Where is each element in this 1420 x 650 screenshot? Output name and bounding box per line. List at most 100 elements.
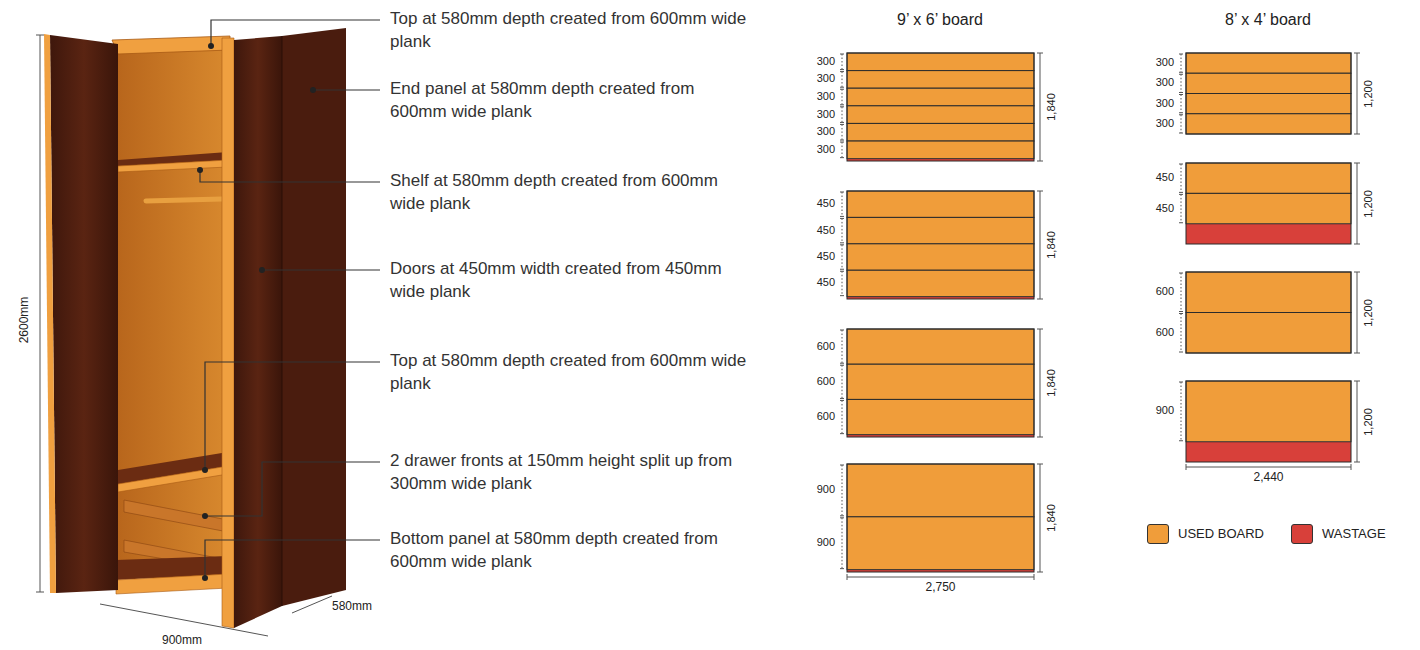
callout-text: Top at 580mm depth created from 600mm wi…	[390, 8, 750, 54]
bracket-tick	[1179, 164, 1183, 165]
leader-dot	[208, 43, 214, 49]
dimension-label: 2600mm	[17, 297, 31, 344]
bracket-tick	[840, 515, 844, 516]
board-width: 2,440	[1253, 470, 1283, 484]
height-bracket	[1357, 381, 1358, 462]
bracket-tick	[1179, 222, 1183, 223]
bracket-tick	[1179, 92, 1183, 93]
bracket-tick	[1179, 273, 1183, 274]
used-strip	[847, 217, 1034, 243]
height-bracket	[1040, 53, 1041, 161]
board-outline	[847, 464, 1034, 572]
wastage-area	[1186, 224, 1351, 244]
callout-text: Doors at 450mm width created from 450mm …	[390, 258, 750, 304]
bracket-tick	[840, 142, 844, 143]
strip-width: 600	[817, 410, 835, 423]
strip-width: 300	[817, 108, 835, 121]
bottom-panel	[116, 574, 228, 594]
used-strip	[847, 364, 1034, 399]
callout-text: End panel at 580mm depth created from 60…	[390, 78, 750, 124]
bracket-tick	[1179, 112, 1183, 113]
strip-bracket	[1181, 314, 1182, 353]
bracket-tick	[840, 87, 844, 88]
strip-bracket	[1181, 95, 1182, 113]
right-door	[234, 36, 282, 628]
bracket-tick	[840, 89, 844, 90]
board-height: 1,840	[1045, 369, 1058, 397]
width-bracket	[847, 577, 1034, 578]
strip-bracket	[842, 124, 843, 140]
bracket-tick	[840, 568, 844, 569]
strip-width: 450	[1156, 172, 1174, 185]
bracket-tick	[840, 122, 844, 123]
board-height: 1,840	[1045, 504, 1058, 532]
leader-dot	[197, 167, 203, 173]
bracket-tick	[840, 69, 844, 70]
board-outline	[847, 191, 1034, 299]
strip-width: 300	[817, 73, 835, 86]
strip-bracket	[1181, 273, 1182, 312]
height-bracket	[1040, 191, 1041, 299]
strip-width: 450	[1156, 202, 1174, 215]
bracket-tick	[1037, 437, 1043, 438]
leader-dot	[202, 513, 208, 519]
leader-line	[205, 462, 380, 516]
used-strip	[847, 517, 1034, 570]
bracket-tick	[1037, 191, 1043, 192]
used-strip	[847, 88, 1034, 106]
used-strip	[847, 244, 1034, 270]
wastage-area	[1186, 442, 1351, 462]
strip-bracket	[1181, 382, 1182, 441]
board-height: 1,200	[1362, 408, 1375, 436]
strip-bracket	[842, 271, 843, 295]
left-door	[50, 35, 118, 593]
bracket-tick	[840, 54, 844, 55]
hanging-rail	[146, 199, 222, 201]
strip-width: 300	[1156, 57, 1174, 70]
bracket-tick	[840, 398, 844, 399]
bracket-tick	[1179, 133, 1183, 134]
strip-bracket	[1181, 54, 1182, 72]
strip-bracket	[1181, 164, 1182, 192]
bracket-tick	[1354, 272, 1360, 273]
legend-swatch	[1291, 524, 1313, 544]
bracket-tick	[840, 216, 844, 217]
leader-dots	[197, 43, 316, 581]
board-height: 1,200	[1362, 80, 1375, 108]
leader-line	[205, 540, 380, 578]
bracket-tick	[840, 104, 844, 105]
used-strip	[847, 270, 1034, 296]
strip-width: 450	[817, 277, 835, 290]
strip-width: 300	[817, 55, 835, 68]
strip-bracket	[842, 142, 843, 158]
strip-width: 450	[817, 224, 835, 237]
strip-width: 600	[817, 375, 835, 388]
width-dimension-line	[100, 604, 268, 636]
board-outline	[1186, 53, 1351, 134]
strip-width: 900	[817, 537, 835, 550]
end-door	[282, 28, 346, 606]
bracket-tick	[1037, 53, 1043, 54]
used-strip	[847, 399, 1034, 434]
strip-bracket	[842, 400, 843, 433]
bracket-tick	[840, 363, 844, 364]
strip-bracket	[842, 245, 843, 269]
door-joint	[282, 36, 283, 606]
board-height: 1,840	[1045, 93, 1058, 121]
dimension-tick	[36, 35, 44, 36]
used-strip	[1186, 381, 1351, 442]
strip-width: 450	[817, 250, 835, 263]
strip-bracket	[842, 365, 843, 398]
strip-bracket	[1181, 74, 1182, 92]
board-height: 1,200	[1362, 190, 1375, 218]
bracket-tick	[1179, 352, 1183, 353]
used-strip	[1186, 94, 1351, 114]
bracket-tick	[1037, 299, 1043, 300]
leader-dot	[310, 87, 316, 93]
callout-text: Top at 580mm depth created from 600mm wi…	[390, 350, 750, 396]
callout-text: Shelf at 580mm depth created from 600mm …	[390, 170, 750, 216]
height-bracket	[1040, 329, 1041, 437]
door-edge	[44, 34, 56, 593]
strip-bracket	[842, 218, 843, 242]
